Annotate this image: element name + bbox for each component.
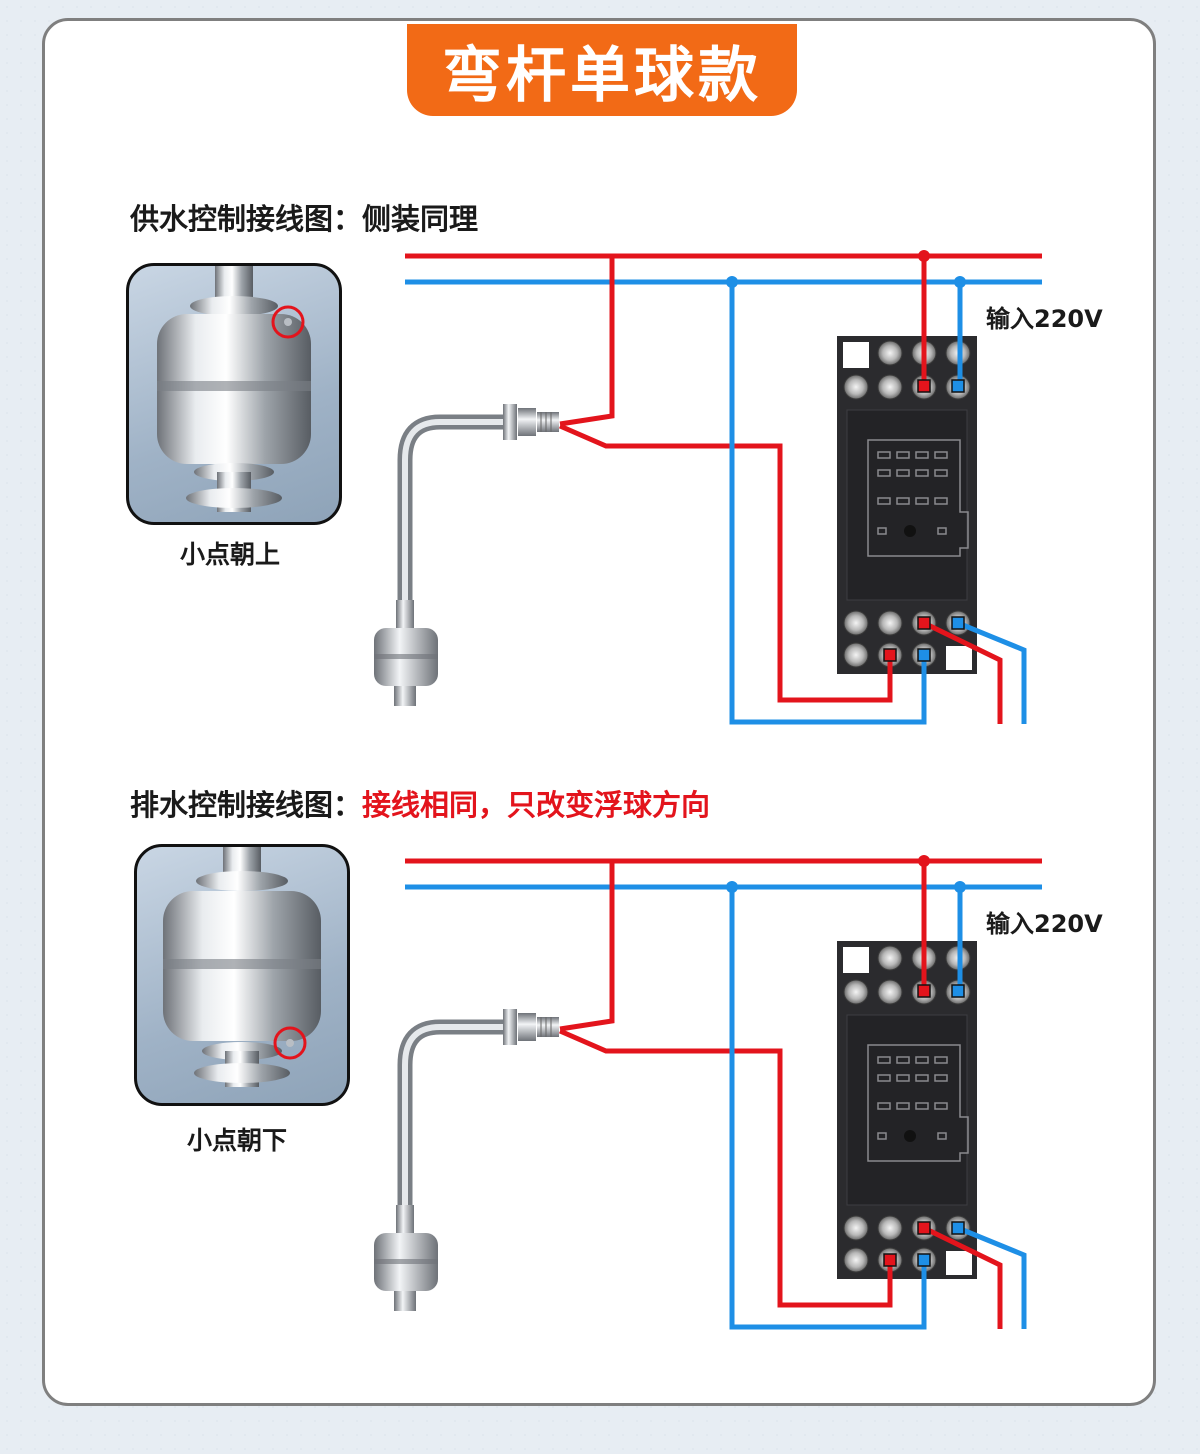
supply-voltage-label: 输入220V [986,305,1103,333]
float-ball-closeup-down [134,844,350,1106]
drain-heading: 排水控制接线图：接线相同，只改变浮球方向 [130,782,710,824]
coil-neutral-wire [729,887,927,1330]
supply-wiring-diagram [374,250,1042,725]
float-switch [374,1009,559,1311]
page-title: 弯杆单球款 [407,24,797,116]
output-live-wire [922,620,1003,724]
switch-live-lead [559,256,615,427]
supply-heading: 供水控制接线图：侧装同理 [130,196,478,238]
coil-neutral-wire [729,282,927,725]
output-neutral-wire [957,1225,1027,1329]
drain-heading-label: 排水控制接线图： [130,788,363,822]
drain-voltage-label: 输入220V [986,910,1103,938]
marker-dot-circle [273,1026,307,1060]
float-ball-closeup-up [126,263,342,525]
float-ball-down-icon [163,847,321,1087]
switch-coil-lead [559,423,893,703]
float-switch [374,404,559,706]
float-ball-up-icon [157,266,311,512]
supply-caption: 小点朝上 [180,540,281,569]
switch-live-lead [559,861,615,1032]
marker-dot-circle [271,305,305,339]
drain-heading-note: 接线相同，只改变浮球方向 [362,788,711,822]
output-live-wire [922,1225,1003,1329]
output-neutral-wire [957,620,1027,724]
switch-coil-lead [559,1028,893,1308]
supply-heading-note: 侧装同理 [362,202,479,236]
drain-wiring-diagram [374,855,1042,1330]
supply-heading-label: 供水控制接线图： [130,202,363,236]
drain-caption: 小点朝下 [187,1126,288,1155]
